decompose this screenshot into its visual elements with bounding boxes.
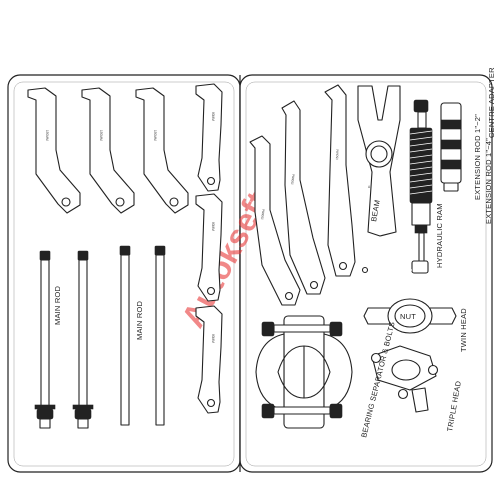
leg-mark: 80MM <box>211 112 215 121</box>
left-tray-inner-top <box>13 81 235 467</box>
leg-mark: 80MM <box>211 334 215 343</box>
leg-mark: 150MM <box>45 130 49 141</box>
arm-mark: 150MM <box>290 174 296 186</box>
centre-adapter-label: CENTRE ADAPTER <box>487 67 496 138</box>
large-arm-2: 150MM <box>281 100 326 295</box>
bearing-separator <box>255 315 353 429</box>
short-leg-3: 80MM <box>195 305 223 414</box>
short-leg-2: 80MM <box>195 193 223 302</box>
twin-head <box>363 298 457 334</box>
long-leg-3: 150MM <box>135 87 189 214</box>
separator-bolt-bottom <box>261 403 343 419</box>
rod-4 <box>154 245 166 426</box>
right-tray-inner-top <box>245 81 487 467</box>
arm-mark: 150MM <box>260 209 266 221</box>
large-arm-1: 150MM <box>249 135 301 306</box>
main-rod-label-2: MAIN ROD <box>135 301 144 340</box>
long-leg-2: 150MM <box>81 87 135 214</box>
hydraulic-ram <box>409 99 433 274</box>
nut-label: NUT <box>400 312 416 321</box>
rod-2 <box>72 250 94 429</box>
short-leg-1: 80MM <box>195 83 223 192</box>
rod-3 <box>119 245 131 426</box>
triple-head <box>370 345 439 413</box>
hydraulic-ram-label: HYDRAULIC RAM <box>435 203 444 268</box>
main-rod-label-1: MAIN ROD <box>53 286 62 325</box>
beam-label: BEAM <box>369 199 382 222</box>
long-leg-1: 150MM <box>27 87 81 214</box>
beam: A <box>357 85 401 237</box>
separator-bolt-top <box>261 321 343 337</box>
leg-mark: 150MM <box>153 130 157 141</box>
beam-mark: A <box>368 185 371 189</box>
rod-1 <box>34 250 56 429</box>
extension-rod-1-2-label: EXTENSION ROD 1"~2" <box>473 114 482 200</box>
extension-rod-1-4 <box>440 102 462 192</box>
large-arm-3: 150MM <box>324 84 356 277</box>
ram-handle <box>361 266 413 274</box>
twin-head-label: TWIN HEAD <box>459 308 468 352</box>
extension-rod-1-4-label: EXTENSION ROD 1"~4" <box>484 138 493 224</box>
leg-mark: 150MM <box>99 130 103 141</box>
leg-mark: 80MM <box>211 222 215 231</box>
arm-mark: 150MM <box>335 149 340 160</box>
